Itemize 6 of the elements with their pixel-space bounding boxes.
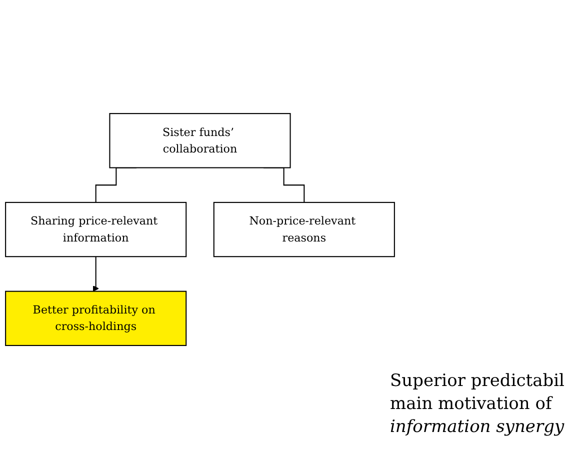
- arrow: [92, 256, 99, 292]
- node-box: Sharing price-relevant information: [5, 202, 187, 258]
- node-box: Non-price-relevant reasons: [213, 202, 395, 258]
- node-box: Better profitability on cross-holdings: [5, 291, 187, 346]
- node-box: Sister funds’ collaboration: [109, 114, 291, 169]
- note-text: information synergy: [390, 416, 566, 439]
